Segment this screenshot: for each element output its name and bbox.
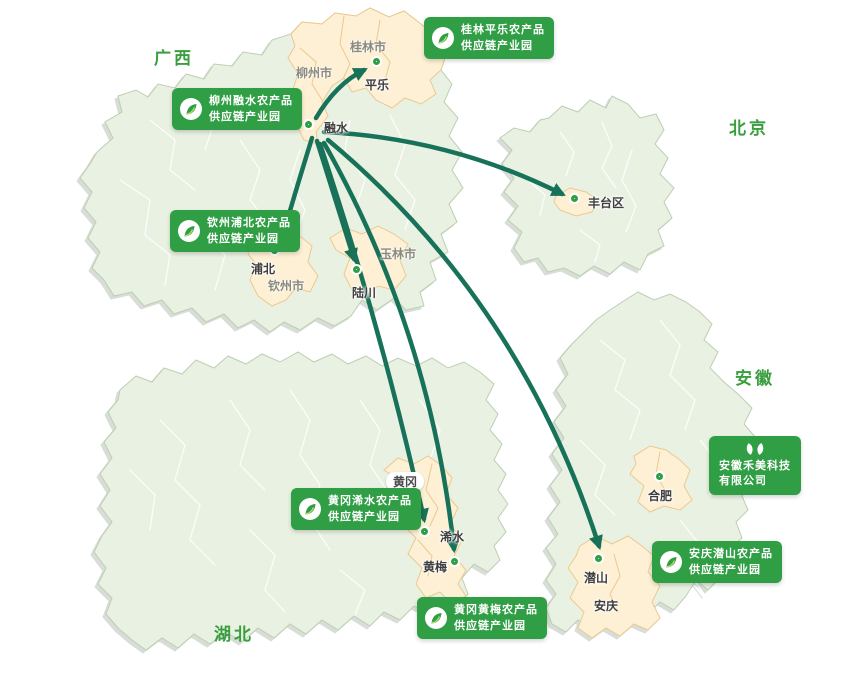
- callout-line2: 有限公司: [719, 475, 767, 487]
- callout-liuzhou-rongshui[interactable]: 柳州融水农产品 供应链产业园: [172, 88, 302, 130]
- marker-hefei[interactable]: [656, 473, 663, 480]
- town-label-xishui: 浠水: [440, 530, 465, 544]
- callout-line1: 安徽禾美科技: [719, 460, 791, 472]
- arrow-rongshui-to-xishui: [317, 141, 429, 524]
- beijing-county-borders: [527, 121, 637, 263]
- marker-luchuan[interactable]: [353, 266, 360, 273]
- beijing-shape: [499, 95, 675, 277]
- arrow-rongshui-to-pingle: [313, 67, 368, 121]
- marker-pingle[interactable]: [373, 58, 380, 65]
- town-label-pubei: 浦北: [251, 262, 276, 276]
- callout-line1: 黄冈黄梅农产品: [454, 604, 538, 616]
- badge-huanggang: 黄冈: [386, 472, 425, 491]
- province-label-anhui: 安徽: [735, 369, 775, 388]
- hubei-county-borders: [129, 389, 441, 616]
- marker-qianshan[interactable]: [595, 555, 602, 562]
- callout-line2: 供应链产业园: [461, 40, 533, 52]
- town-label-huangmei: 黄梅: [423, 560, 448, 574]
- town-label-hefei: 合肥: [648, 489, 673, 503]
- marker-huangmei[interactable]: [451, 558, 458, 565]
- callout-line2: 供应链产业园: [209, 111, 281, 123]
- city-label-guilin: 桂林市: [350, 40, 387, 54]
- callout-qinzhou-pubei[interactable]: 钦州浦北农产品 供应链产业园: [170, 210, 300, 252]
- callout-huanggang-huangmei[interactable]: 黄冈黄梅农产品 供应链产业园: [417, 597, 547, 639]
- sprout-icon: [424, 606, 448, 630]
- callout-huanggang-xishui[interactable]: 黄冈浠水农产品 供应链产业园: [291, 488, 421, 530]
- callout-line2: 供应链产业园: [689, 564, 761, 576]
- sprout-icon: [298, 497, 322, 521]
- town-label-fengtai: 丰台区: [588, 196, 625, 210]
- arrow-rongshui-to-fengtai: [321, 129, 566, 197]
- province-label-guangxi: 广西: [154, 49, 194, 68]
- callout-line1: 柳州融水农产品: [209, 95, 293, 107]
- callout-line2: 供应链产业园: [454, 620, 526, 632]
- town-label-pingle: 平乐: [365, 78, 390, 92]
- callout-line2: 供应链产业园: [207, 233, 279, 245]
- marker-rongshui[interactable]: [305, 121, 312, 128]
- callout-line2: 供应链产业园: [328, 511, 400, 523]
- sprout-icon: [177, 219, 201, 243]
- marker-xishui[interactable]: [421, 528, 428, 535]
- callout-line1: 黄冈浠水农产品: [328, 495, 412, 507]
- anhui-anqing-borders: [609, 553, 621, 613]
- town-label-rongshui: 融水: [324, 121, 349, 135]
- guangxi-highlight-north-borders: [299, 15, 391, 101]
- callout-line1: 桂林平乐农产品: [461, 24, 545, 36]
- arrow-rongshui-to-huangmei: [321, 140, 461, 554]
- marker-fengtai[interactable]: [571, 195, 578, 202]
- town-label-anqing: 安庆: [594, 599, 619, 613]
- arrow-rongshui-to-qianshan: [325, 137, 603, 551]
- sprout-icon: [179, 97, 203, 121]
- callout-hemei-company[interactable]: 安徽禾美科技 有限公司: [709, 436, 801, 495]
- province-label-beijing: 北京: [729, 119, 769, 138]
- town-label-qianshan: 潜山: [584, 571, 609, 585]
- city-label-liuzhou: 柳州市: [296, 66, 333, 80]
- route-arrows: [276, 67, 603, 554]
- province-label-hubei: 湖北: [214, 625, 254, 644]
- city-label-yulin: 玉林市: [380, 247, 417, 261]
- sprout-icon: [431, 26, 455, 50]
- callout-line1: 钦州浦北农产品: [207, 217, 291, 229]
- hemei-logo-icon: [743, 441, 767, 457]
- callout-anqing-qianshan[interactable]: 安庆潜山农产品 供应链产业园: [652, 541, 782, 583]
- beijing-map: [499, 95, 675, 277]
- city-label-qinzhou: 钦州市: [268, 279, 305, 293]
- sprout-icon: [659, 550, 683, 574]
- callout-guilin-pingle[interactable]: 桂林平乐农产品 供应链产业园: [424, 17, 554, 59]
- callout-line1: 安庆潜山农产品: [689, 548, 773, 560]
- town-label-luchuan: 陆川: [352, 286, 377, 300]
- hubei-highlight-borders: [417, 463, 439, 577]
